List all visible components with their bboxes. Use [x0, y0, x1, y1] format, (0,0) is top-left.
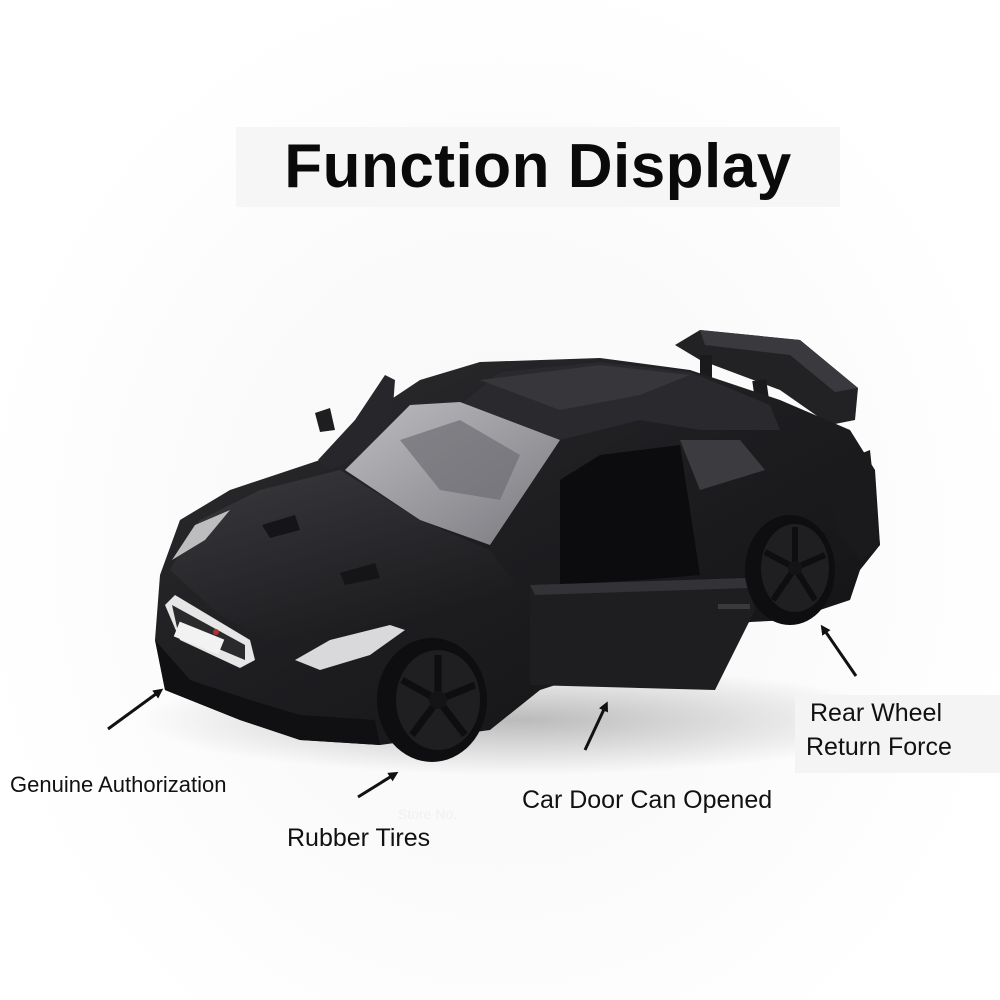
title-band	[236, 127, 840, 207]
watermark: Store No.	[398, 806, 458, 822]
label-rear-wheel-line2: Return Force	[806, 733, 952, 761]
front-wheel	[377, 638, 487, 762]
label-rubber-tires: Rubber Tires	[287, 824, 431, 852]
page-title: Function Display	[284, 132, 792, 201]
label-rear-wheel-line1: Rear Wheel	[810, 699, 942, 727]
label-car-door: Car Door Can Opened	[522, 786, 773, 814]
label-genuine-authorization: Genuine Authorization	[10, 772, 227, 797]
label-band	[795, 695, 1000, 773]
rear-wheel	[745, 515, 835, 625]
